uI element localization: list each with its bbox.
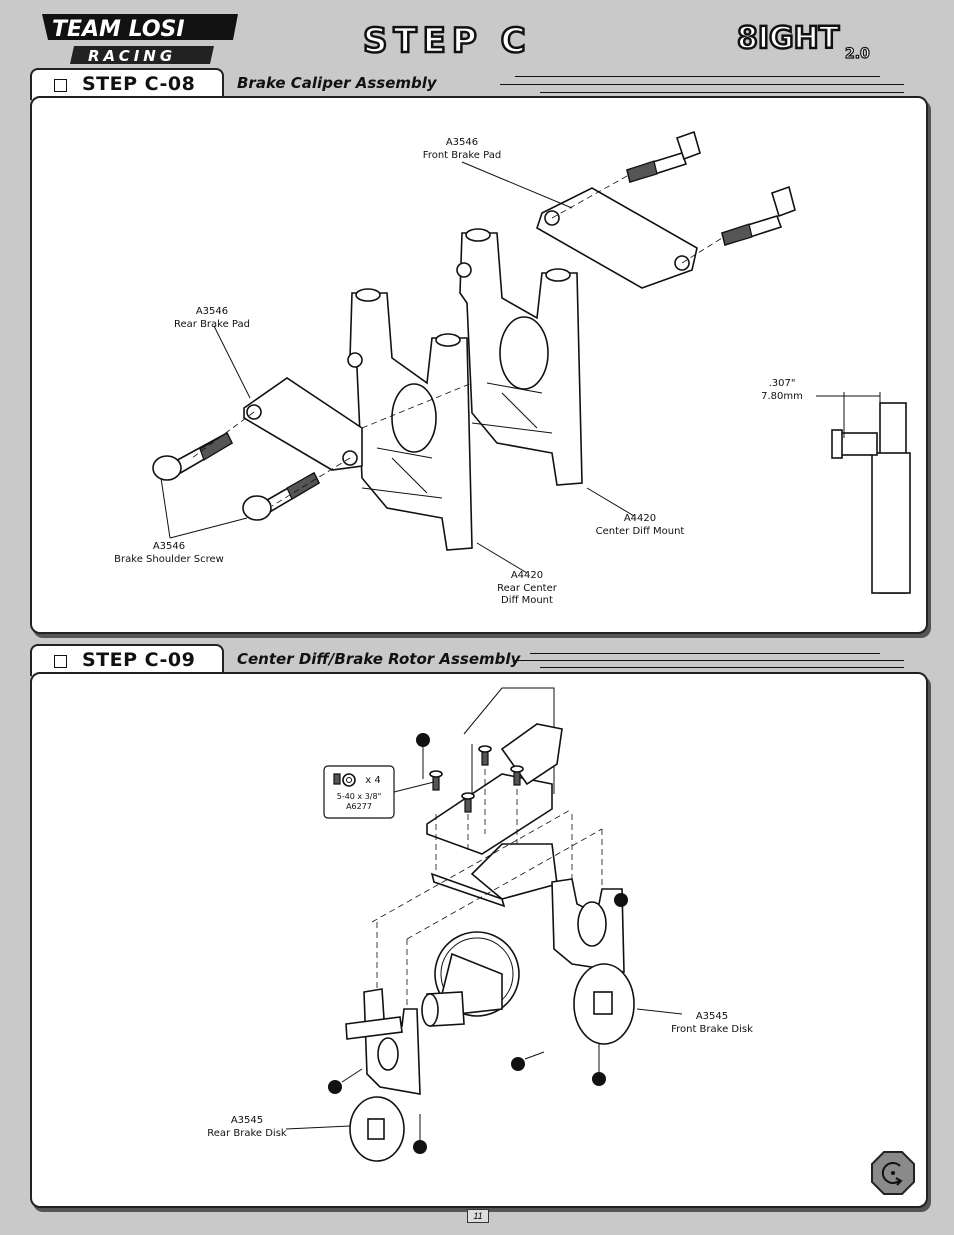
- callout-part-name: Brake Shoulder Screw: [114, 553, 224, 565]
- rear-brake-pad-callout: A3546 Rear Brake Pad: [172, 306, 252, 331]
- hardware-spec: 5-40 x 3/8" A6277: [326, 792, 392, 812]
- callout-part-number: A4420: [623, 513, 657, 524]
- center-diff-mount-callout: A4420 Center Diff Mount: [590, 513, 690, 538]
- page-title-text: STEP C: [363, 21, 532, 61]
- step-c08-tab: STEP C-08: [30, 68, 224, 100]
- step-c09-label: STEP C-09: [82, 649, 196, 671]
- step-c09-panel: x 4 5-40 x 3/8" A6277 A3545 Front Brake …: [30, 672, 928, 1208]
- dimension-millimeters: 7.80mm: [761, 390, 803, 402]
- rear-brake-screw: [152, 431, 234, 481]
- front-brake-screw: [626, 130, 701, 184]
- front-brake-pad-callout: A3546 Front Brake Pad: [422, 137, 502, 162]
- model-name-text: 8IGHT: [737, 21, 840, 56]
- callout-part-name: Front Brake Pad: [422, 149, 502, 161]
- page-number: 11: [467, 1209, 489, 1223]
- callout-part-number: A3546: [152, 541, 186, 552]
- step-c09-checkbox[interactable]: [54, 655, 67, 668]
- hardware-size: 5-40 x 3/8": [336, 792, 382, 801]
- step-c09-title: Center Diff/Brake Rotor Assembly: [237, 650, 521, 668]
- step-c08-title: Brake Caliper Assembly: [237, 74, 437, 92]
- team-losi-racing-logo: TEAM LOSI RACING: [38, 10, 248, 68]
- callout-part-name: Diff Mount: [501, 595, 553, 606]
- step-c09-tab: STEP C-09: [30, 644, 224, 676]
- model-version-text: 2.0: [845, 46, 870, 62]
- dimension-callout: .307" 7.80mm: [754, 378, 810, 403]
- step-c08-label: STEP C-08: [82, 73, 196, 95]
- hardware-part-number: A6277: [346, 802, 372, 811]
- button-head-screw: [429, 745, 524, 813]
- rear-brake-pad: [243, 377, 363, 471]
- rear-caliper-mount: [345, 988, 421, 1095]
- page-title: STEP C: [362, 20, 593, 63]
- step-number-markers: [328, 733, 628, 1154]
- rear-brake-disk-callout: A3545 Rear Brake Disk: [202, 1115, 292, 1140]
- header-rule: [540, 92, 904, 93]
- rear-center-diff-mount: [347, 288, 473, 551]
- callout-part-number: A4420: [510, 570, 544, 581]
- caliper-side-view: [816, 392, 911, 594]
- brand-bottom-text: RACING: [88, 47, 176, 65]
- hardware-quantity: x 4: [365, 775, 381, 786]
- brake-caliper-diagram: [152, 130, 911, 594]
- header-rule: [540, 667, 904, 668]
- callout-part-number: A3546: [445, 137, 479, 148]
- callout-part-name: Center Diff Mount: [595, 525, 685, 537]
- callout-part-name: Rear Center: [497, 582, 557, 594]
- step-c08-checkbox[interactable]: [54, 79, 67, 92]
- callout-part-number: A3545: [230, 1115, 264, 1126]
- callout-part-name: Front Brake Disk: [671, 1023, 753, 1035]
- brake-shoulder-screw-callout: A3546 Brake Shoulder Screw: [114, 541, 224, 566]
- step-c08-panel: A3546 Front Brake Pad A3546 Rear Brake P…: [30, 96, 928, 634]
- callout-part-number: A3546: [195, 306, 229, 317]
- front-brake-disk-callout: A3545 Front Brake Disk: [662, 1011, 762, 1036]
- front-brake-pad: [536, 187, 698, 289]
- center-diff-assembly-diagram: [285, 687, 683, 1162]
- rear-center-diff-mount-callout: A4420 Rear Center Diff Mount: [487, 570, 567, 608]
- center-diff-top-plate: [426, 773, 553, 855]
- callout-part-name: Rear Brake Pad: [174, 318, 250, 330]
- header-rule: [530, 653, 880, 654]
- callout-part-name: Rear Brake Disk: [207, 1127, 287, 1139]
- header-rule: [515, 76, 880, 77]
- callout-part-number: A3545: [695, 1011, 729, 1022]
- front-caliper-mount: [551, 878, 625, 973]
- header-rule: [515, 660, 904, 661]
- rear-brake-screw: [242, 471, 321, 521]
- center-driveshaft: [430, 872, 506, 908]
- center-diff-mount: [456, 228, 583, 486]
- front-brake-screw: [721, 185, 796, 247]
- turn-over-page-icon[interactable]: [870, 1150, 916, 1196]
- eight-2-logo: 8IGHT 2.0: [735, 10, 895, 70]
- brand-top-text: TEAM LOSI: [52, 17, 185, 42]
- center-differential: [421, 931, 520, 1027]
- header-rule: [500, 84, 904, 85]
- dimension-inches: .307": [768, 378, 796, 389]
